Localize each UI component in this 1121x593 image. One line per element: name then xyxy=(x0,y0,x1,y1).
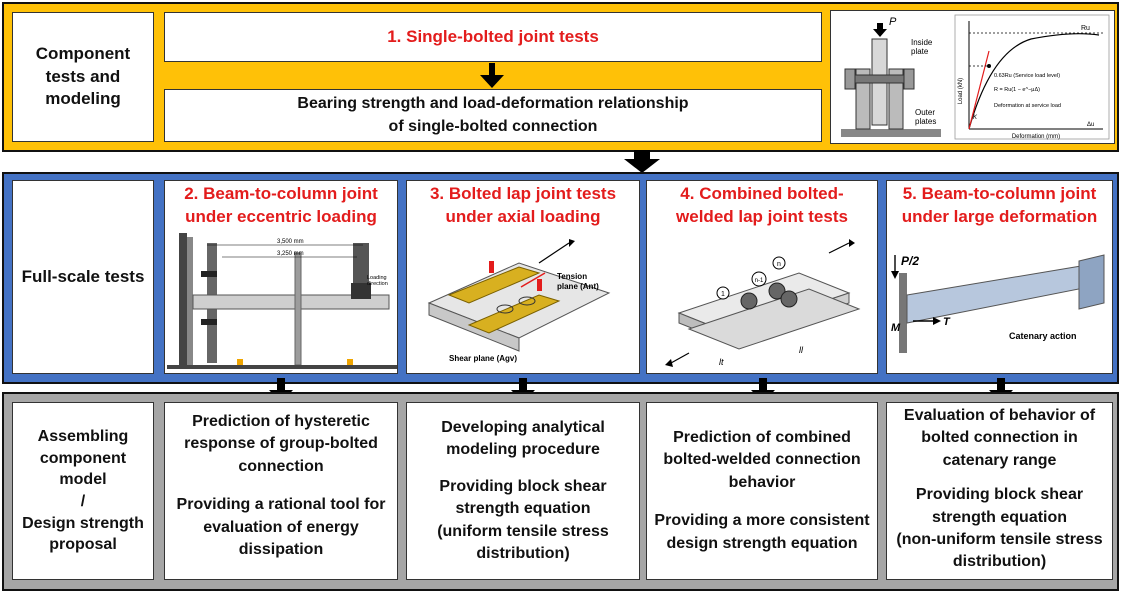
outcome-text: Prediction of combined bolted-welded con… xyxy=(663,429,861,491)
k-label: K xyxy=(973,115,978,121)
curve-panel xyxy=(954,14,1110,140)
outcome-box-combined: Prediction of combined bolted-welded con… xyxy=(646,402,878,580)
outcome-text: Evaluation of behavior of bolted connect… xyxy=(903,407,1096,469)
single-bolted-test-title: 1. Single-bolted joint tests xyxy=(387,26,599,46)
outer-plate-left xyxy=(855,68,871,130)
bolt-n-label: n xyxy=(777,261,781,268)
single-bolted-test-box: 1. Single-bolted joint tests xyxy=(164,12,822,62)
fullscale-title-large-deformation: 5. Beam-to-column joint under large defo… xyxy=(901,184,1098,226)
row-label-component: Component tests and modeling xyxy=(12,12,154,142)
stiffness-line xyxy=(968,50,990,130)
outcome-box-catenary: Evaluation of behavior of bolted connect… xyxy=(886,402,1113,580)
outcome-text: Providing block shear strength equation … xyxy=(896,486,1103,571)
p-label: P xyxy=(889,16,897,28)
outcome-text: Providing a rational tool for evaluation… xyxy=(176,496,386,558)
bearing-strength-text: Bearing strength and load-deformation re… xyxy=(297,95,689,135)
tension-t-label: T xyxy=(943,316,951,328)
load-arrow-icon xyxy=(873,23,887,37)
combined-joint-sketch: 1 n-1 n lt ll xyxy=(665,239,861,367)
fullscale-panel-combined: 4. Combined bolted- welded lap joint tes… xyxy=(646,180,878,374)
bolt-n-1-label: n-1 xyxy=(755,278,764,284)
fullscale-panel-eccentric: 2. Beam-to-column joint under eccentric … xyxy=(164,180,398,374)
bearing-strength-box: Bearing strength and load-deformation re… xyxy=(164,89,822,142)
moment-label: M xyxy=(891,322,901,334)
outcome-text: Prediction of hysteretic response of gro… xyxy=(184,413,378,475)
outcome-text: Providing a more consistent design stren… xyxy=(654,512,870,552)
shear-plane-label: Shear plane (Agv) xyxy=(449,354,517,363)
ru-label: Ru xyxy=(1081,25,1090,32)
fullscale-title-combined: 4. Combined bolted- welded lap joint tes… xyxy=(676,184,848,226)
fullscale-title-lap-axial: 3. Bolted lap joint tests under axial lo… xyxy=(429,184,617,226)
load-axis-label: Load (kN) xyxy=(958,78,964,104)
fullscale-panel-large-deformation: 5. Beam-to-column joint under large defo… xyxy=(886,180,1113,374)
length-ll: ll xyxy=(799,345,804,355)
delta-u-label: Δu xyxy=(1087,122,1094,128)
outcome-box-hysteretic: Prediction of hysteretic response of gro… xyxy=(164,402,398,580)
fullscale-panel-lap-axial: 3. Bolted lap joint tests under axial lo… xyxy=(406,180,640,374)
bolt-1-label: 1 xyxy=(721,291,725,298)
dim-3250: 3,250 mm xyxy=(277,251,304,257)
bolt-shank xyxy=(848,74,912,84)
deform-service-label: Deformation at service load xyxy=(994,103,1061,109)
length-lt: lt xyxy=(719,357,724,367)
bolt-head xyxy=(844,68,856,90)
deformation-axis-label: Deformation (mm) xyxy=(1012,134,1060,140)
load-deformation-curve xyxy=(968,33,1100,130)
down-arrow-icon xyxy=(480,63,504,88)
outcome-text: Developing analytical modeling procedure xyxy=(441,419,605,459)
bolt-nut xyxy=(903,68,915,90)
row-label-assembling: Assembling component model / Design stre… xyxy=(12,402,154,580)
outer-plate-right xyxy=(888,68,904,130)
service-load-label: 0.63Ru (Service load level) xyxy=(994,73,1060,79)
large-deformation-sketch: P/2 M T Catenary action xyxy=(891,254,1105,353)
down-arrow-icon xyxy=(624,150,660,173)
row-label-fullscale: Full-scale tests xyxy=(12,180,154,374)
equation-label: R = Ru(1 − e^−μΔ) xyxy=(994,87,1040,93)
outcome-text: Providing block shear strength equation … xyxy=(437,477,609,562)
outcome-box-analytical: Developing analytical modeling procedure… xyxy=(406,402,640,580)
catenary-label: Catenary action xyxy=(1009,331,1077,341)
base-plate xyxy=(841,129,941,137)
dim-3500: 3,500 mm xyxy=(277,239,304,245)
fullscale-title-eccentric: 2. Beam-to-column joint under eccentric … xyxy=(184,184,378,226)
p-half-label: P/2 xyxy=(901,254,919,268)
